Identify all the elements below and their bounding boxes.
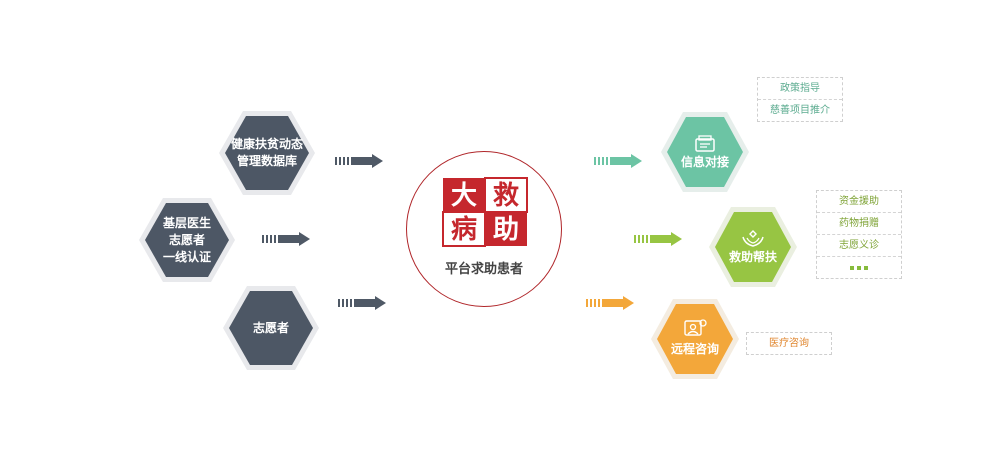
logo-char: 救 <box>493 181 519 211</box>
node-remote-consult: 远程咨询 <box>650 298 740 380</box>
arrow-right-icon <box>335 154 383 168</box>
node-label-line: 基层医生 <box>162 215 211 230</box>
node-info-connect: 信息对接 <box>660 111 750 193</box>
node-label-line: 管理数据库 <box>236 154 297 168</box>
logo-char: 助 <box>493 215 519 245</box>
node-label-line: 一线认证 <box>162 249 211 264</box>
hexagon-shape <box>223 286 319 370</box>
node-label-line: 健康扶贫动态 <box>230 137 303 151</box>
node-label-line: 志愿者 <box>168 232 205 247</box>
logo-char: 大 <box>451 181 477 211</box>
node-label: 救助帮扶 <box>728 249 777 264</box>
rescue-tag-list: 资金援助 药物捐赠 志愿义诊 <box>816 190 902 279</box>
hexagon-shape <box>139 198 235 282</box>
tag-item: 资金援助 <box>817 191 901 213</box>
node-doctor-certification: 基层医生 志愿者 一线认证 <box>138 197 236 283</box>
logo-char: 病 <box>451 215 477 245</box>
arrow-right-icon <box>594 154 642 168</box>
remote-tag-list: 医疗咨询 <box>746 332 832 355</box>
node-label: 信息对接 <box>680 154 729 169</box>
info-connect-icon <box>695 135 715 152</box>
arrow-right-icon <box>634 232 682 246</box>
arrow-right-icon <box>262 232 310 246</box>
remote-consult-icon <box>684 319 707 336</box>
info-tag-list: 政策指导 慈善项目推介 <box>757 77 843 122</box>
logo: 大 救 病 助 <box>442 177 528 247</box>
node-label: 远程咨询 <box>670 341 719 356</box>
tag-item: 慈善项目推介 <box>770 105 830 116</box>
arrow-right-icon <box>338 296 386 310</box>
hexagon-shape <box>661 112 749 192</box>
tag-item: 药物捐赠 <box>817 213 901 235</box>
hexagon-shape <box>651 299 739 379</box>
node-volunteer: 志愿者 <box>222 285 320 371</box>
center-label: 平台求助患者 <box>444 262 523 277</box>
rescue-hands-icon <box>742 230 764 247</box>
node-health-database: 健康扶贫动态 管理数据库 <box>218 110 316 196</box>
node-rescue-help: 救助帮扶 <box>708 206 798 288</box>
hexagon-shape <box>709 207 797 287</box>
node-label-line: 志愿者 <box>252 320 289 335</box>
hexagon-shape <box>219 111 315 195</box>
arrow-right-icon <box>586 296 634 310</box>
tag-item: 政策指导 <box>758 78 842 100</box>
center-platform-circle: 大 救 病 助 平台求助患者 <box>406 151 562 307</box>
tag-item: 志愿义诊 <box>817 235 901 257</box>
more-icon <box>817 257 901 278</box>
tag-item: 医疗咨询 <box>769 338 809 349</box>
